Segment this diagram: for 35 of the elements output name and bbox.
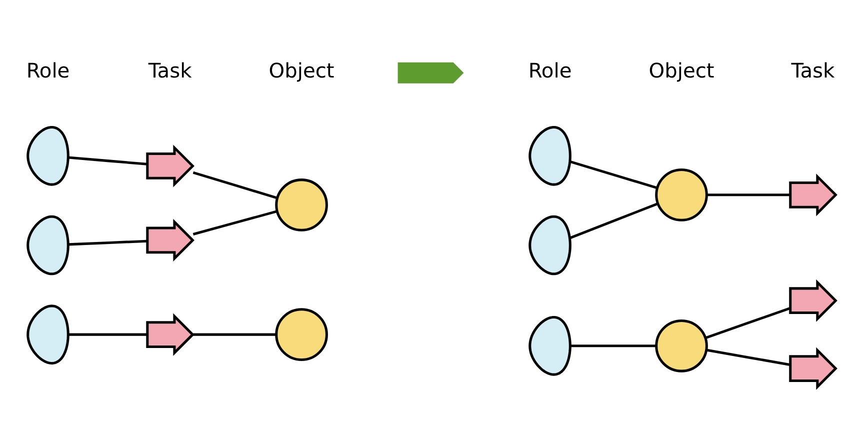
- node-flag: [146, 218, 194, 261]
- label: Role: [528, 58, 572, 82]
- node-flag: [146, 144, 194, 187]
- node-person: [528, 214, 571, 275]
- connector: [569, 160, 658, 189]
- connector: [192, 170, 277, 199]
- node-person: [528, 315, 571, 376]
- connector: [192, 332, 276, 336]
- connector: [706, 193, 790, 196]
- label: Task: [148, 58, 192, 82]
- connector: [68, 239, 147, 246]
- node-circle: [654, 168, 708, 221]
- connector: [68, 156, 147, 165]
- label: Object: [648, 58, 714, 82]
- label: Task: [790, 58, 834, 82]
- connector: [68, 332, 147, 336]
- connector: [706, 348, 790, 366]
- connector: [570, 344, 656, 347]
- node-chevron: [397, 62, 464, 83]
- node-flag: [788, 173, 837, 216]
- node-flag: [788, 278, 837, 322]
- node-flag: [146, 312, 194, 356]
- label: Object: [268, 58, 334, 82]
- node-person: [26, 304, 69, 364]
- node-person: [528, 125, 571, 186]
- node-circle: [274, 308, 328, 360]
- connector: [568, 202, 658, 239]
- node-person: [26, 214, 69, 275]
- node-circle: [274, 178, 328, 231]
- connector: [192, 210, 277, 235]
- node-person: [26, 125, 69, 186]
- label: Role: [26, 58, 70, 82]
- node-circle: [654, 318, 708, 372]
- node-flag: [788, 346, 837, 390]
- connector: [704, 306, 790, 338]
